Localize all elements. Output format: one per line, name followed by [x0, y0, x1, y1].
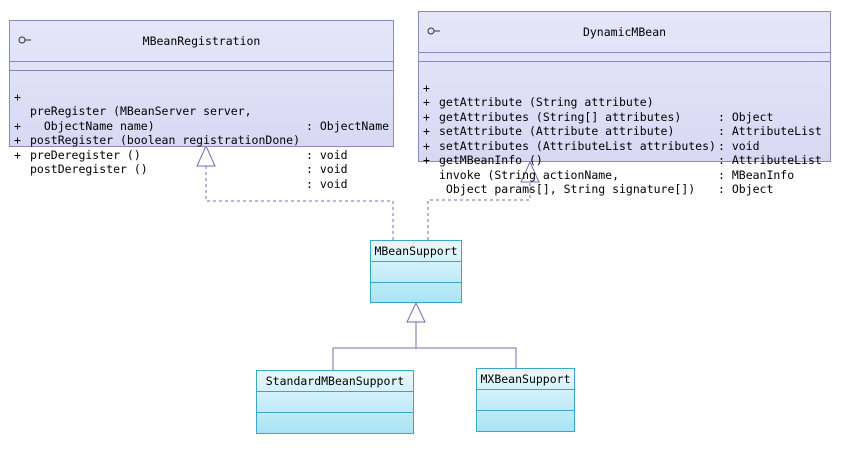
visibility-marker: + — [423, 153, 430, 167]
mbeanregistration-interface[interactable]: MBeanRegistration + preRegister (MBeanSe… — [9, 20, 394, 191]
mbeansupport-class[interactable]: MBeanSupport — [370, 240, 462, 303]
interface-name: MBeanRegistration — [142, 34, 261, 48]
operation-row: Object params[], String signature[]) — [423, 153, 830, 196]
attribute-compartment — [10, 62, 393, 71]
operation-signature: invoke (String actionName, — [439, 167, 620, 182]
operation-return-type: : Object — [718, 182, 774, 196]
operation-return-type: : void — [306, 176, 348, 191]
operation-return-type: : ObjectName — [306, 118, 390, 133]
operation-return-type: : MBeanInfo — [718, 167, 795, 182]
operation-return-type: : Object — [718, 109, 774, 124]
operation-row: + getAttributes (String[] attributes) : … — [423, 81, 830, 138]
operation-compartment — [371, 283, 461, 303]
attribute-compartment — [419, 53, 830, 62]
class-name: MXBeanSupport — [477, 369, 574, 390]
realization-mbeanregistration-line — [205, 166, 394, 240]
interface-lollipop-icon — [18, 36, 31, 44]
visibility-marker: + — [423, 138, 430, 153]
interface-name: DynamicMBean — [582, 25, 667, 39]
interface-header: MBeanRegistration — [10, 21, 393, 62]
visibility-marker: + — [423, 109, 430, 124]
operation-signature: postDeregister () — [30, 162, 148, 176]
operation-signature: preDeregister () — [30, 147, 141, 162]
attribute-compartment — [477, 390, 574, 411]
operation-signature: preRegister (MBeanServer server, — [30, 104, 252, 118]
operation-signature: ObjectName name) — [30, 118, 155, 133]
standardmbeansupport-class[interactable]: StandardMBeanSupport — [256, 370, 414, 434]
operation-compartment: + getAttribute (String attribute) : Obje… — [419, 62, 830, 197]
operation-row: + setAttributes (AttributeList attribute… — [423, 110, 830, 167]
visibility-marker: + — [14, 133, 21, 147]
operation-signature: getMBeanInfo () — [439, 153, 543, 167]
realization-dynamicmbean-line — [427, 182, 531, 240]
operation-row: + getAttribute (String attribute) : Obje… — [423, 66, 830, 124]
generalization-arrowhead — [406, 301, 426, 323]
operation-return-type: : void — [306, 162, 348, 176]
interface-header: DynamicMBean — [419, 12, 830, 53]
operation-row: + preRegister (MBeanServer server, : Obj… — [14, 75, 393, 133]
operation-signature: setAttributes (AttributeList attributes) — [439, 138, 716, 153]
operation-row: + invoke (String actionName, : Object — [423, 139, 830, 196]
operation-return-type: : AttributeList — [718, 124, 822, 138]
operation-row: + setAttribute (Attribute attribute) : v… — [423, 95, 830, 153]
visibility-marker: + — [14, 89, 21, 104]
attribute-compartment — [257, 392, 413, 413]
operation-row: + preDeregister () : void — [14, 119, 393, 176]
operation-compartment — [477, 411, 574, 431]
operation-signature: getAttributes (String[] attributes) — [439, 109, 682, 124]
interface-lollipop-icon — [427, 27, 440, 35]
operation-compartment — [257, 413, 413, 433]
visibility-marker: + — [423, 80, 430, 95]
dynamicmbean-interface[interactable]: DynamicMBean + getAttribute (String attr… — [418, 11, 831, 196]
generalization-mx-line — [416, 347, 517, 368]
operation-row: + postRegister (boolean registrationDone… — [14, 104, 393, 162]
visibility-marker: + — [423, 124, 430, 138]
attribute-compartment — [371, 262, 461, 283]
operation-row: + getMBeanInfo () : MBeanInfo — [423, 124, 830, 182]
operation-return-type: : AttributeList — [718, 153, 822, 167]
operation-signature: setAttribute (Attribute attribute) — [439, 124, 675, 138]
generalization-standard-line — [332, 347, 416, 370]
operation-signature: getAttribute (String attribute) — [439, 95, 654, 109]
operation-return-type: : void — [718, 138, 760, 153]
operation-signature: postRegister (boolean registrationDone) — [30, 133, 301, 147]
operation-row: ObjectName name) — [14, 90, 393, 133]
class-name: StandardMBeanSupport — [257, 371, 413, 392]
realization-dynamicmbean-arrowhead — [520, 160, 540, 183]
operation-signature: Object params[], String signature[]) — [439, 182, 696, 196]
realization-mbeanregistration-arrowhead — [196, 144, 216, 167]
operation-return-type: : void — [306, 147, 348, 162]
operation-compartment: + preRegister (MBeanServer server, : Obj… — [10, 71, 393, 191]
class-name: MBeanSupport — [371, 241, 461, 262]
mxbeansupport-class[interactable]: MXBeanSupport — [476, 368, 575, 432]
visibility-marker: + — [14, 147, 21, 162]
visibility-marker: + — [14, 118, 21, 133]
operation-row: + postDeregister () : void — [14, 133, 393, 191]
visibility-marker: + — [423, 95, 430, 109]
